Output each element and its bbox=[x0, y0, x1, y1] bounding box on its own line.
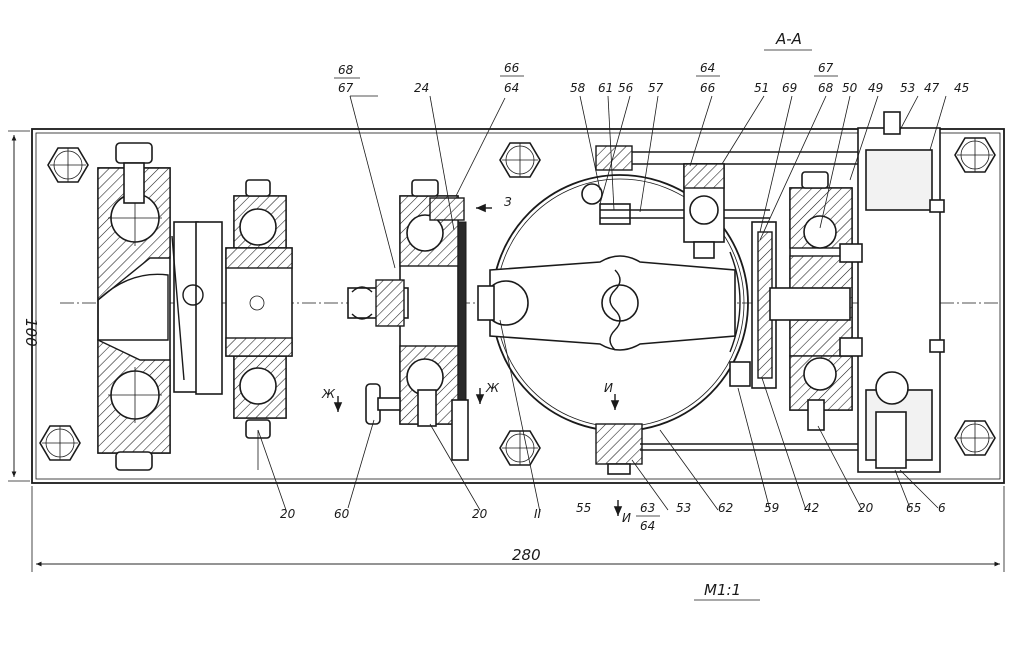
labels: A-A M1:1 280 100 68 67 24 66 64 58 61 56… bbox=[22, 30, 969, 601]
part-label-6: 6 bbox=[938, 501, 946, 515]
part-label-47: 47 bbox=[924, 81, 940, 95]
scale-label: M1:1 bbox=[704, 581, 741, 599]
part-label-20-a: 20 bbox=[280, 507, 296, 521]
part-label-56: 56 bbox=[618, 81, 634, 95]
hex-bolt-bottom-mid bbox=[499, 430, 541, 466]
section-mark-z: З bbox=[504, 195, 512, 209]
part-label-64: 64 bbox=[504, 81, 519, 95]
part-label-55: 55 bbox=[576, 501, 591, 515]
left-clamp-block bbox=[97, 142, 223, 471]
part-label-49: 49 bbox=[868, 81, 883, 95]
section-mark-zh-right: Ж bbox=[485, 381, 500, 395]
part-label-68: 68 bbox=[338, 63, 354, 77]
hex-bolt-top-mid bbox=[499, 142, 541, 178]
hex-bolt-bottom-right bbox=[954, 420, 996, 456]
hex-bolt-bottom-left bbox=[39, 425, 81, 461]
part-label-64-c: 64 bbox=[640, 519, 655, 533]
hex-bolts bbox=[39, 137, 996, 466]
part-label-51: 51 bbox=[754, 81, 769, 95]
part-label-II: II bbox=[534, 507, 542, 521]
part-label-66-b: 66 bbox=[700, 81, 716, 95]
base-plate bbox=[31, 128, 1005, 484]
part-label-69: 69 bbox=[782, 81, 797, 95]
part-label-64-b: 64 bbox=[700, 61, 715, 75]
part-label-65: 65 bbox=[906, 501, 921, 515]
dimension-height-value: 100 bbox=[22, 318, 40, 347]
part-label-67-b: 67 bbox=[818, 61, 834, 75]
hex-bolt-top-left bbox=[47, 147, 89, 183]
part-label-61: 61 bbox=[598, 81, 613, 95]
section-mark-i-bottom: И bbox=[622, 511, 631, 525]
section-mark-zh-left: Ж bbox=[321, 387, 336, 401]
circular-housing bbox=[477, 145, 940, 475]
section-mark-i-top: И bbox=[604, 381, 613, 395]
part-label-57: 57 bbox=[648, 81, 664, 95]
part-label-20-c: 20 bbox=[858, 501, 874, 515]
second-block bbox=[225, 179, 293, 470]
part-label-66: 66 bbox=[504, 61, 520, 75]
part-label-58: 58 bbox=[570, 81, 586, 95]
third-block bbox=[347, 179, 469, 461]
dimension-100 bbox=[8, 130, 30, 482]
part-label-50: 50 bbox=[842, 81, 858, 95]
section-arrows bbox=[333, 203, 623, 516]
part-label-60: 60 bbox=[334, 507, 350, 521]
part-label-59: 59 bbox=[764, 501, 779, 515]
part-label-62: 62 bbox=[718, 501, 733, 515]
dimension-width-value: 280 bbox=[512, 546, 541, 564]
part-label-67: 67 bbox=[338, 81, 354, 95]
part-label-42: 42 bbox=[804, 501, 819, 515]
part-label-68-b: 68 bbox=[818, 81, 834, 95]
hex-bolt-top-right bbox=[954, 137, 996, 173]
part-label-53: 53 bbox=[900, 81, 915, 95]
section-title: A-A bbox=[775, 30, 802, 48]
part-label-63: 63 bbox=[640, 501, 655, 515]
part-label-53-b: 53 bbox=[676, 501, 691, 515]
part-label-45: 45 bbox=[954, 81, 969, 95]
part-label-20-b: 20 bbox=[472, 507, 488, 521]
part-label-24: 24 bbox=[414, 81, 429, 95]
dimension-280 bbox=[31, 486, 1005, 572]
right-block bbox=[729, 111, 945, 473]
leader-lines bbox=[257, 95, 947, 513]
